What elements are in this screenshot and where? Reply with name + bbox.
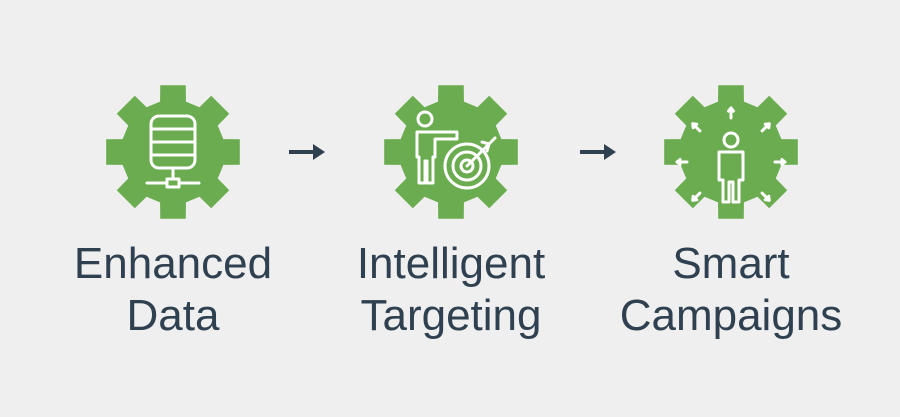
step-intelligent-targeting: Intelligent Targeting: [331, 0, 571, 417]
step-label-line1: Smart: [672, 239, 790, 288]
step-label-line2: Data: [126, 291, 220, 340]
right-arrow-icon: [580, 144, 616, 160]
step-label-line1: Enhanced: [73, 239, 273, 288]
ray-arrowhead-icon: [727, 106, 735, 113]
database-server-icon: [145, 114, 201, 189]
ray-arrowhead-icon: [763, 194, 771, 202]
ray-arrowhead-icon: [675, 158, 682, 166]
step-enhanced-data: Enhanced Data: [53, 0, 293, 417]
ray-arrowhead-icon: [691, 194, 699, 202]
ray-arrowhead-icon: [763, 122, 771, 130]
step-smart-campaigns: Smart Campaigns: [611, 0, 851, 417]
step-label-line1: Intelligent: [356, 239, 546, 288]
step-label: Intelligent Targeting: [331, 238, 571, 342]
ray-arrowhead-icon: [691, 122, 699, 130]
ray-arrowhead-icon: [780, 158, 787, 166]
person-broadcast-arrows-icon: [675, 106, 787, 204]
gear-icon: [106, 85, 240, 219]
right-arrow-icon: [289, 144, 325, 160]
step-label-line2: Campaigns: [619, 291, 843, 340]
step-label-line2: Targeting: [360, 291, 542, 340]
gear-icon: [664, 85, 798, 219]
gear-icon: [384, 85, 518, 219]
step-label: Smart Campaigns: [611, 238, 851, 342]
person-pointing-target-icon: [415, 110, 497, 190]
step-label: Enhanced Data: [53, 238, 293, 342]
